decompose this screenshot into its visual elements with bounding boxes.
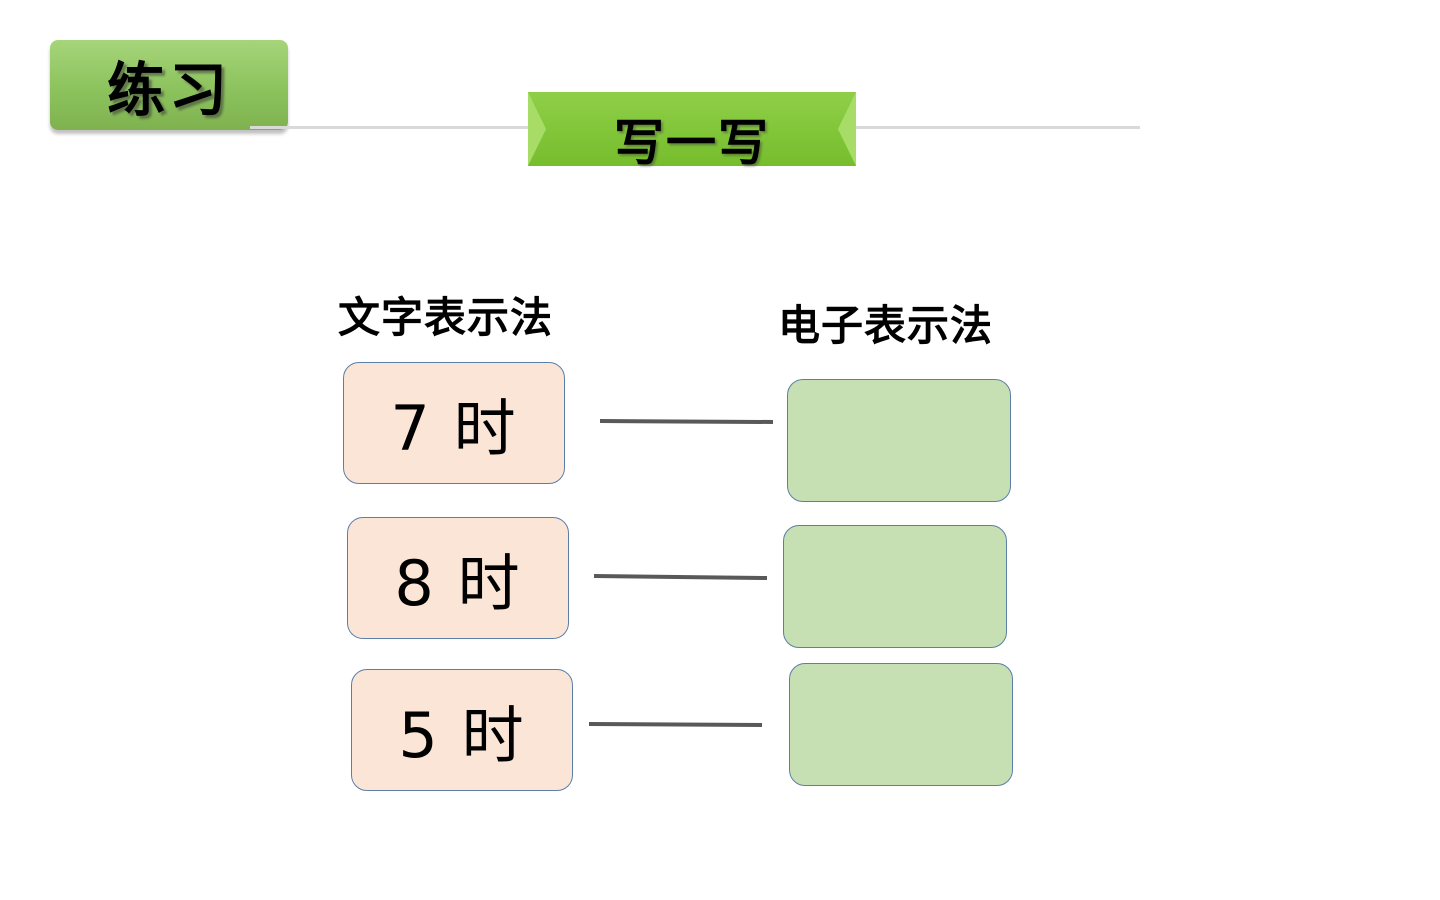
text-time-value: 7 时	[390, 392, 518, 465]
electronic-answer-box[interactable]	[789, 663, 1013, 786]
text-time-value: 5 时	[398, 699, 526, 772]
banner-title: 写一写	[614, 114, 770, 172]
divider-left	[250, 126, 530, 129]
section-label: 练习	[50, 40, 288, 130]
divider-right	[856, 126, 1140, 129]
text-time-box: 8 时	[347, 517, 569, 639]
connector-line	[599, 419, 774, 424]
connector-line	[593, 574, 768, 580]
exercise-banner: 写一写	[528, 92, 856, 172]
text-time-box: 5 时	[351, 669, 573, 791]
banner-notch-right	[838, 92, 856, 166]
connector-line	[588, 722, 763, 727]
column-header-electronic-method: 电子表示法	[778, 301, 994, 350]
electronic-answer-box[interactable]	[783, 525, 1007, 648]
electronic-answer-box[interactable]	[787, 379, 1011, 502]
text-time-value: 8 时	[394, 547, 522, 620]
text-time-box: 7 时	[343, 362, 565, 484]
banner-notch-left	[528, 92, 546, 166]
section-label-text: 练习	[106, 56, 231, 124]
column-header-text-method: 文字表示法	[338, 293, 554, 342]
